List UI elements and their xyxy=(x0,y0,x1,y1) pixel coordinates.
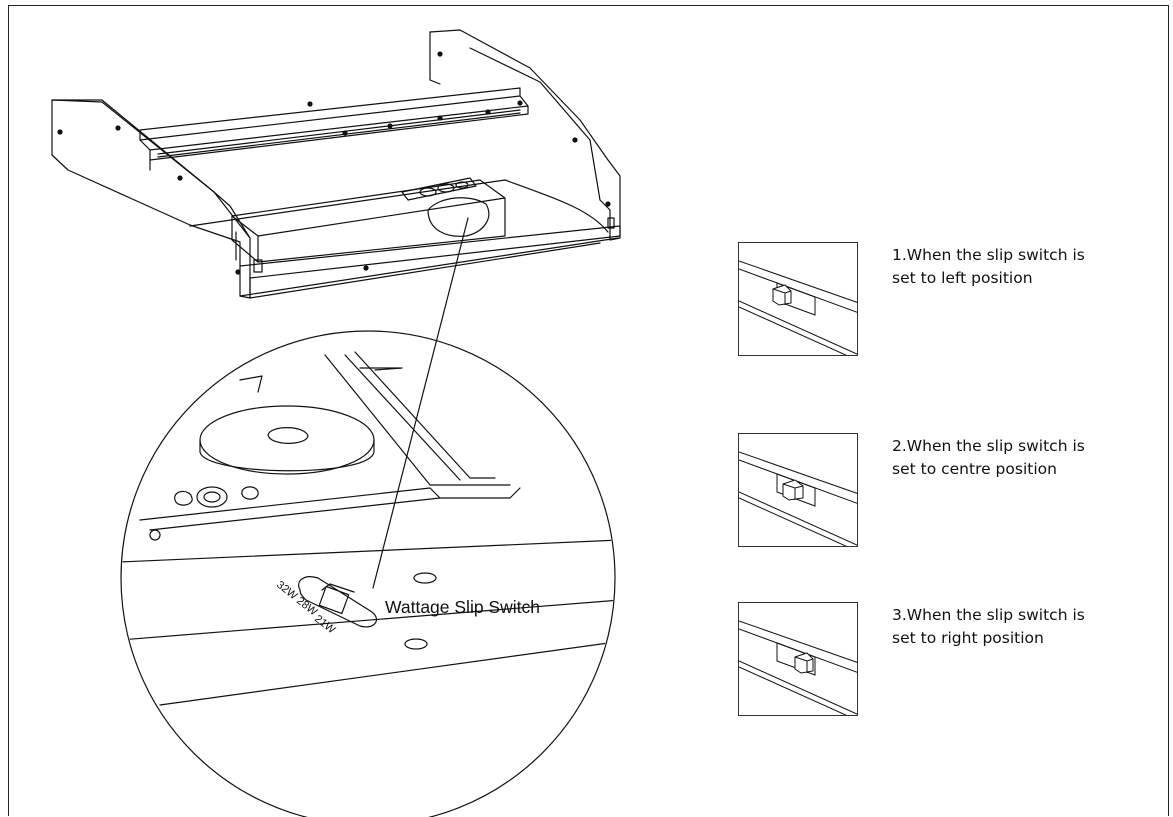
wattage-slip-switch-label: Wattage Slip Switch xyxy=(385,597,540,617)
step-1-line-1: 1.When the slip switch is xyxy=(892,246,1085,264)
light-fixture-drawing xyxy=(51,29,621,299)
step-1-line-2: set to left position xyxy=(892,269,1033,287)
switch-marking-21w: 21W xyxy=(312,613,338,637)
step-3-line-2: set to right position xyxy=(892,629,1044,647)
switch-marking-32w: 32W xyxy=(274,579,300,603)
step-1-description: 1.When the slip switch is set to left po… xyxy=(892,244,1132,290)
step-3-switch-illustration xyxy=(738,602,858,716)
step-2-description: 2.When the slip switch is set to centre … xyxy=(892,435,1132,481)
switch-marking-28w: 28W xyxy=(294,595,320,619)
step-2-switch-illustration xyxy=(738,433,858,547)
page-frame xyxy=(8,5,1169,816)
step-2-line-1: 2.When the slip switch is xyxy=(892,437,1085,455)
magnified-detail-circle xyxy=(120,197,616,817)
step-1-switch-illustration xyxy=(738,242,858,356)
step-3-description: 3.When the slip switch is set to right p… xyxy=(892,604,1132,650)
step-3-line-1: 3.When the slip switch is xyxy=(892,606,1085,624)
step-2-line-2: set to centre position xyxy=(892,460,1057,478)
